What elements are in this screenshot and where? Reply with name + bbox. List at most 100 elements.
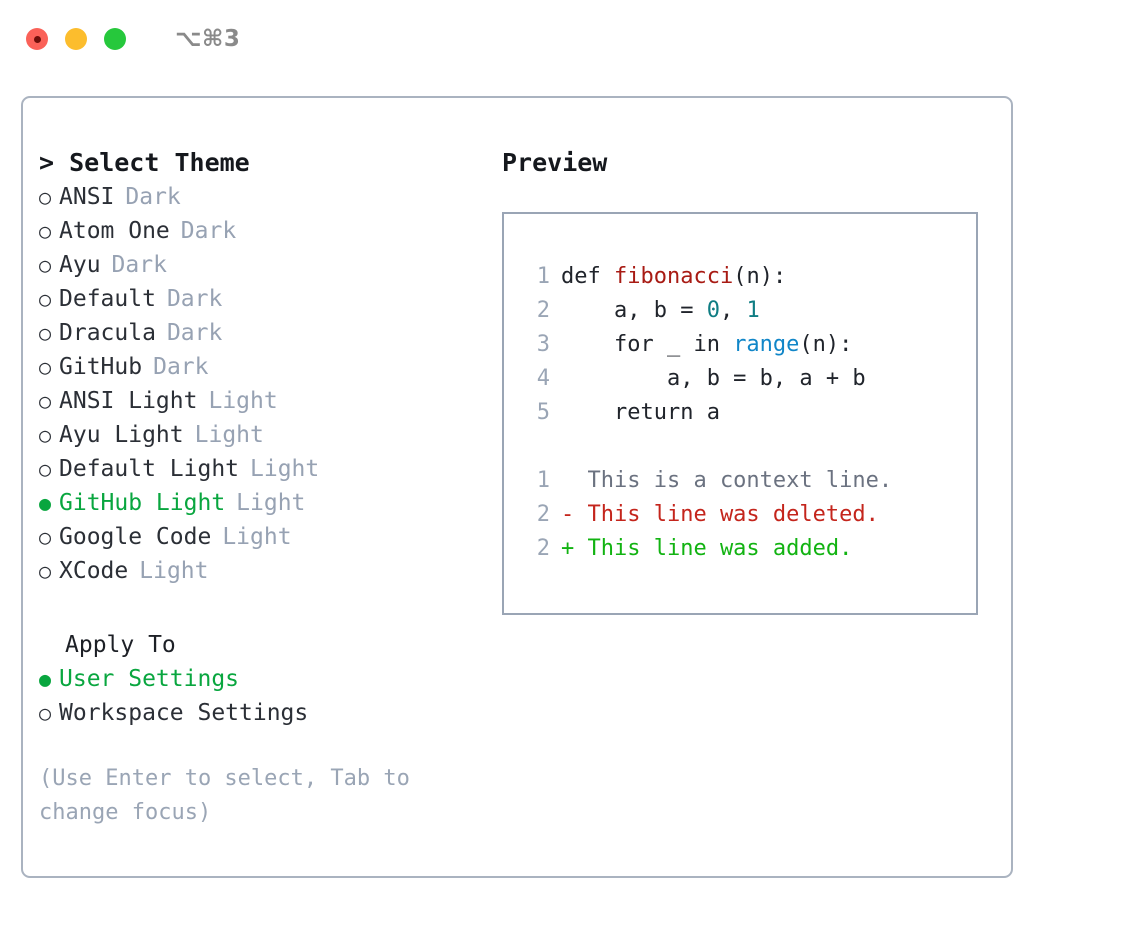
radio-icon: ○ xyxy=(39,287,52,311)
code-line: 5 return a xyxy=(524,396,976,430)
code-token: def xyxy=(561,264,614,289)
theme-name: Google Code xyxy=(59,524,212,550)
theme-kind-badge: Light xyxy=(194,422,264,448)
theme-list-item[interactable]: ○ Dracula Dark xyxy=(39,316,489,350)
code-token-builtin: range xyxy=(733,332,800,357)
theme-name: XCode xyxy=(59,558,129,584)
code-text: a, b = b, a + b xyxy=(561,362,866,396)
theme-list-item[interactable]: ○ Default Light Light xyxy=(39,452,489,486)
line-number: 2 xyxy=(536,502,550,527)
code-token-number: 0 xyxy=(706,298,720,323)
line-number: 2 xyxy=(536,536,550,561)
apply-option-label: User Settings xyxy=(59,666,240,692)
theme-kind-badge: Dark xyxy=(125,184,181,210)
code-line: 1 def fibonacci(n): xyxy=(524,260,976,294)
theme-list-item[interactable]: ○ Google Code Light xyxy=(39,520,489,554)
theme-list-item[interactable]: ○ Ayu Light Light xyxy=(39,418,489,452)
theme-kind-badge: Light xyxy=(139,558,209,584)
code-token: for _ in xyxy=(561,332,734,357)
keyboard-hint-text: (Use Enter to select, Tab to change focu… xyxy=(39,766,424,825)
theme-name: GitHub xyxy=(59,354,143,380)
diff-line-context: 1 This is a context line. xyxy=(524,464,976,498)
code-token: a, b = xyxy=(561,298,707,323)
code-text: return a xyxy=(561,396,720,430)
theme-name: Atom One xyxy=(59,218,170,244)
radio-icon: ○ xyxy=(39,185,52,209)
radio-icon: ○ xyxy=(39,321,52,345)
section-spacer xyxy=(39,588,489,628)
theme-kind-badge: Dark xyxy=(166,286,223,312)
radio-icon: ○ xyxy=(39,559,52,583)
radio-icon-selected: ● xyxy=(39,667,52,691)
line-number: 5 xyxy=(536,400,550,425)
theme-name: Ayu Light xyxy=(59,422,184,448)
code-token-number: 1 xyxy=(746,298,760,323)
theme-list-item[interactable]: ○ Atom One Dark xyxy=(39,214,489,248)
theme-name: Dracula xyxy=(59,320,156,346)
radio-icon: ○ xyxy=(39,219,52,243)
preview-box: 1 def fibonacci(n): 2 a, b = 0, 1 3 for … xyxy=(502,212,978,615)
code-text: def fibonacci(n): xyxy=(561,260,786,294)
code-token-function: fibonacci xyxy=(613,264,734,289)
line-number: 4 xyxy=(536,366,550,391)
theme-list-item[interactable]: ○ GitHub Dark xyxy=(39,350,489,384)
apply-option-user-settings[interactable]: ● User Settings xyxy=(39,662,489,696)
diff-separator xyxy=(524,430,976,464)
code-line: 3 for _ in range(n): xyxy=(524,328,976,362)
line-number: 1 xyxy=(536,468,550,493)
radio-icon: ○ xyxy=(39,355,52,379)
apply-option-workspace-settings[interactable]: ○ Workspace Settings xyxy=(39,696,489,730)
code-token: return a xyxy=(561,400,720,425)
select-theme-heading: > Select Theme xyxy=(39,148,250,177)
preview-heading: Preview xyxy=(502,148,608,177)
theme-kind-badge: Dark xyxy=(166,320,223,346)
radio-icon: ○ xyxy=(39,457,52,481)
theme-name: Default xyxy=(59,286,156,312)
theme-list-item[interactable]: ○ Ayu Dark xyxy=(39,248,489,282)
theme-kind-badge: Dark xyxy=(111,252,167,278)
theme-kind-badge: Light xyxy=(236,490,306,516)
apply-option-label: Workspace Settings xyxy=(59,700,309,726)
diff-text: This is a context line. xyxy=(561,468,893,493)
minimize-button[interactable] xyxy=(65,28,87,50)
theme-name: ANSI Light xyxy=(59,388,198,414)
line-number: 1 xyxy=(536,264,550,289)
theme-kind-badge: Dark xyxy=(153,354,209,380)
diff-line-added: 2 + This line was added. xyxy=(524,532,976,566)
code-line: 4 a, b = b, a + b xyxy=(524,362,976,396)
close-button[interactable] xyxy=(26,28,48,50)
theme-list-item[interactable]: ○ ANSI Light Light xyxy=(39,384,489,418)
preview-column: Preview 1 def fibonacci(n): 2 a, b = 0, … xyxy=(502,146,992,615)
theme-list-item[interactable]: ○ XCode Light xyxy=(39,554,489,588)
window-controls xyxy=(26,28,126,50)
radio-icon: ○ xyxy=(39,525,52,549)
diff-line-deleted: 2 - This line was deleted. xyxy=(524,498,976,532)
code-token: (n): xyxy=(733,264,787,289)
radio-icon: ○ xyxy=(39,423,52,447)
code-token: a, b = b, a + b xyxy=(561,366,866,391)
theme-list-item-selected[interactable]: ● GitHub Light Light xyxy=(39,486,489,520)
theme-selector-column: > Select Theme ○ ANSI Dark ○ Atom One Da… xyxy=(39,146,489,830)
theme-kind-badge: Light xyxy=(222,524,292,550)
main-panel: > Select Theme ○ ANSI Dark ○ Atom One Da… xyxy=(21,96,1013,878)
diff-text: - This line was deleted. xyxy=(561,502,879,527)
theme-name: Ayu xyxy=(59,252,101,278)
theme-name: Default Light xyxy=(59,456,240,482)
radio-icon: ○ xyxy=(39,701,52,725)
code-token: (n): xyxy=(799,332,853,357)
zoom-button[interactable] xyxy=(104,28,126,50)
theme-list-item[interactable]: ○ ANSI Dark xyxy=(39,180,489,214)
line-number: 2 xyxy=(536,298,550,323)
theme-kind-badge: Dark xyxy=(180,218,237,244)
theme-list-item[interactable]: ○ Default Dark xyxy=(39,282,489,316)
title-bar: ⌥⌘3 xyxy=(0,0,1140,78)
theme-name: GitHub Light xyxy=(59,490,226,516)
code-text: a, b = 0, 1 xyxy=(561,294,760,328)
apply-to-heading: Apply To xyxy=(65,632,176,658)
radio-icon: ○ xyxy=(39,389,52,413)
radio-icon-selected: ● xyxy=(39,491,52,515)
radio-icon: ○ xyxy=(39,253,52,277)
code-token: , xyxy=(719,298,747,323)
theme-name: ANSI xyxy=(59,184,115,210)
